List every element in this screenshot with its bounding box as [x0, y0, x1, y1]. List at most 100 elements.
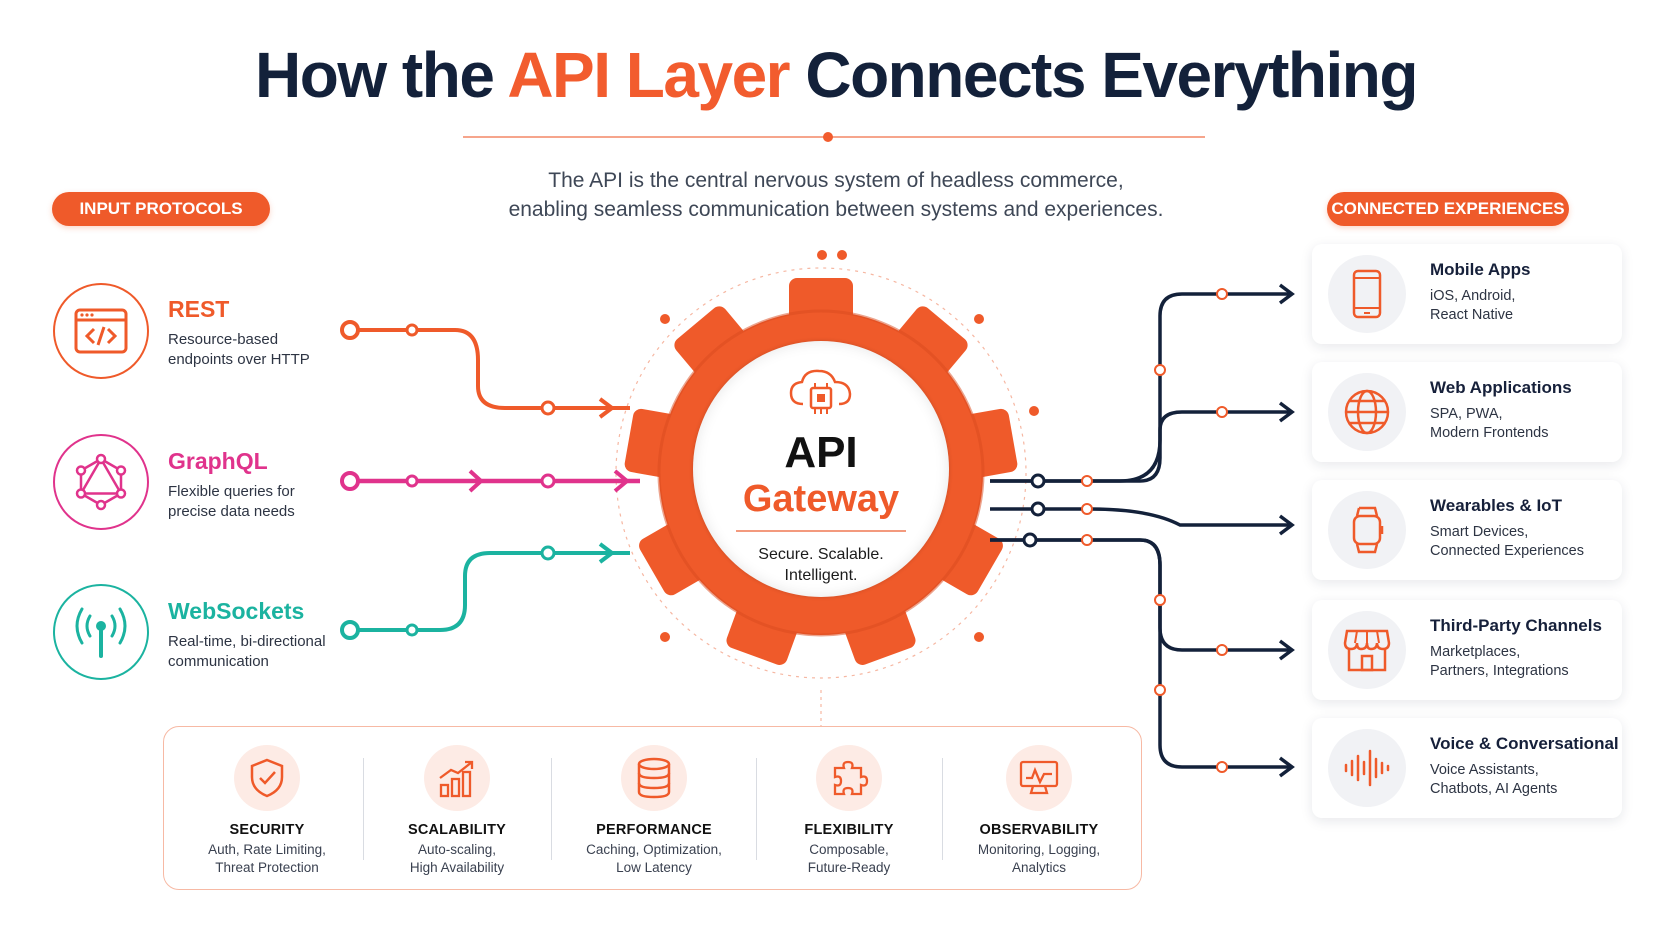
experience-card-mobile-apps: Mobile Apps iOS, Android, React Native [1312, 244, 1622, 344]
graphql-protocol-desc: Flexible queries for precise data needs [168, 482, 368, 522]
capability-desc-line-2: Future-Ready [807, 860, 891, 875]
gateway-tagline-line-2: Intelligent. [784, 567, 858, 584]
capability-icon-wrap [816, 745, 882, 811]
voice-wire [990, 538, 1290, 769]
experience-desc: SPA, PWA, Modern Frontends [1430, 405, 1620, 443]
orbit-dot [974, 314, 984, 324]
monitor-pulse-icon [1019, 760, 1059, 795]
output-arrow [1278, 514, 1295, 536]
gear-tooth [892, 306, 968, 380]
experience-desc-line-2: Partners, Integrations [1430, 663, 1569, 679]
wire-node [1216, 288, 1228, 300]
experience-icon-wrap [1328, 255, 1406, 333]
capability-title: PERFORMANCE [596, 822, 712, 838]
experience-icon-wrap [1328, 373, 1406, 451]
experience-desc-line-2: Connected Experiences [1430, 543, 1584, 559]
capability-security: SECURITY Auth, Rate Limiting, Threat Pro… [182, 745, 352, 877]
capability-desc: Auto-scaling, High Availability [372, 841, 542, 877]
experience-desc-line-2: Chatbots, AI Agents [1430, 781, 1558, 797]
capability-desc-line-2: Low Latency [616, 860, 692, 875]
orbit-dot [1029, 406, 1039, 416]
rest-protocol-name: REST [168, 296, 230, 322]
capability-divider [551, 758, 552, 860]
experience-title: Voice & Conversational [1430, 734, 1619, 753]
mobile-apps-wire [990, 292, 1290, 483]
rest-wire [350, 328, 630, 410]
graphql-wire-start [340, 471, 360, 491]
websockets-protocol-name: WebSockets [168, 598, 305, 624]
experience-desc: Voice Assistants, Chatbots, AI Agents [1430, 761, 1620, 799]
websockets-wire-node [405, 623, 419, 637]
gateway-tagline-line-1: Secure. Scalable. [758, 546, 884, 563]
experience-card-wearables-iot: Wearables & IoT Smart Devices, Connected… [1312, 480, 1622, 580]
smartphone-icon [1352, 269, 1382, 319]
experience-title: Wearables & IoT [1430, 496, 1562, 515]
gateway-title: API [784, 428, 858, 477]
wire-node [1154, 684, 1166, 696]
capability-desc-line-1: Caching, Optimization, [586, 842, 722, 857]
capability-icon-wrap [1006, 745, 1072, 811]
capability-divider [363, 758, 364, 860]
capability-divider [756, 758, 757, 860]
graphql-wire-arrow [613, 469, 631, 493]
capability-title: FLEXIBILITY [804, 822, 894, 838]
capability-desc-line-2: High Availability [409, 860, 505, 875]
capability-scalability: SCALABILITY Auto-scaling, High Availabil… [372, 745, 542, 877]
experience-desc-line-1: iOS, Android, [1430, 288, 1516, 304]
rest-desc-line-2: endpoints over HTTP [168, 351, 310, 368]
cloud-chip-icon [789, 369, 852, 414]
capability-desc-line-1: Auth, Rate Limiting, [208, 842, 326, 857]
orbit-dot [660, 314, 670, 324]
wire-node [1216, 406, 1228, 418]
graphql-desc-line-1: Flexible queries for [168, 483, 295, 500]
subtitle-line-1: The API is the central nervous system of… [548, 169, 1124, 192]
subtitle-line-2: enabling seamless communication between … [508, 198, 1164, 221]
experience-desc: iOS, Android, React Native [1430, 287, 1620, 325]
orbit-dot [837, 250, 847, 260]
experience-card-web-applications: Web Applications SPA, PWA, Modern Fronte… [1312, 362, 1622, 462]
websockets-wire [350, 551, 630, 632]
orbit-dot [974, 632, 984, 642]
wire-node [1081, 534, 1093, 546]
globe-icon [1344, 389, 1390, 435]
graphql-wire-node [405, 474, 419, 488]
capability-icon-wrap [621, 745, 687, 811]
websockets-desc-line-2: communication [168, 653, 269, 670]
soundwave-icon [1344, 749, 1390, 787]
gateway-orbit [615, 267, 1027, 679]
rest-desc-line-1: Resource-based [168, 331, 279, 348]
wire-node [1081, 475, 1093, 487]
capability-desc: Caching, Optimization, Low Latency [569, 841, 739, 877]
experience-card-voice-conversational: Voice & Conversational Voice Assistants,… [1312, 718, 1622, 818]
shield-check-icon [250, 758, 284, 798]
wire-node [1154, 594, 1166, 606]
storefront-icon [1343, 629, 1391, 672]
output-port [1030, 501, 1046, 517]
websockets-wire-arrow [598, 542, 616, 564]
graphql-wire-node [540, 473, 556, 489]
websockets-protocol-icon-ring [53, 584, 149, 680]
capability-icon-wrap [234, 745, 300, 811]
gateway-tagline: Secure. Scalable. Intelligent. [713, 544, 929, 586]
experience-desc: Smart Devices, Connected Experiences [1430, 523, 1620, 561]
experience-icon-wrap [1328, 611, 1406, 689]
title-post: Connects Everything [789, 39, 1418, 111]
experience-desc-line-1: Voice Assistants, [1430, 762, 1539, 778]
title-divider-dot [823, 132, 833, 142]
rest-wire-arrow [598, 397, 616, 419]
rest-protocol-desc: Resource-based endpoints over HTTP [168, 330, 368, 370]
output-arrow [1278, 401, 1295, 423]
wearables-wire [990, 507, 1290, 527]
rest-wire-node [405, 323, 419, 337]
third-party-wire [990, 538, 1290, 652]
experience-icon-wrap [1328, 729, 1406, 807]
input-protocols-label: INPUT PROTOCOLS [52, 192, 270, 226]
graphql-protocol-icon-ring [53, 434, 149, 530]
experience-desc: Marketplaces, Partners, Integrations [1430, 643, 1620, 681]
orbit-dot [817, 250, 827, 260]
experience-icon-wrap [1328, 491, 1406, 569]
graphql-protocol-name: GraphQL [168, 448, 268, 474]
experience-title: Third-Party Channels [1430, 616, 1602, 635]
output-arrow [1278, 283, 1295, 305]
graphql-icon [75, 453, 127, 511]
